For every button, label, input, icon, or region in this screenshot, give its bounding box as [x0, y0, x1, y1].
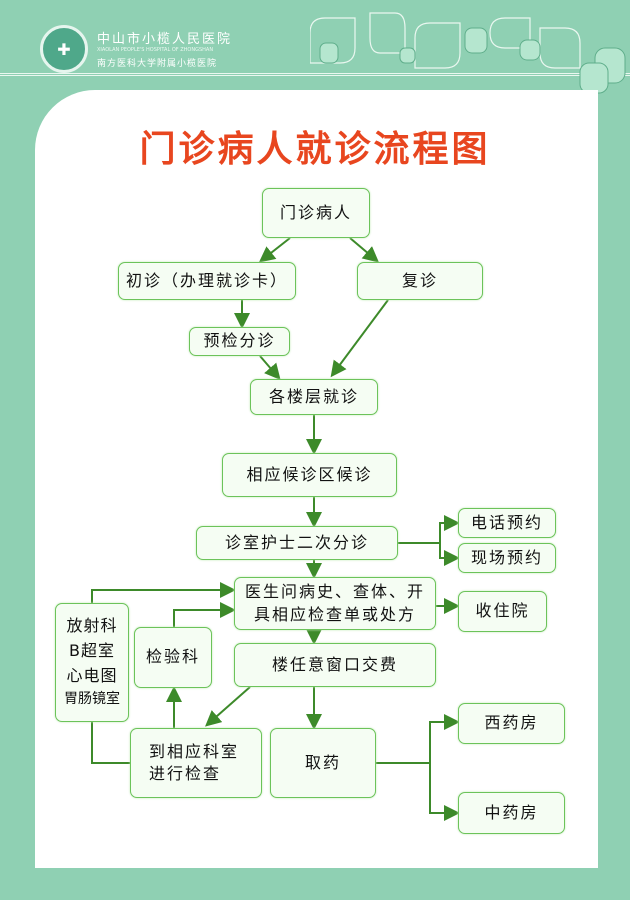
node-first-visit: 初诊（办理就诊卡） [118, 262, 296, 300]
hospital-affiliation: 南方医科大学附属小榄医院 [97, 59, 218, 69]
dept-ecg: 心电图 [66, 666, 118, 686]
node-nurse-triage: 诊室护士二次分诊 [196, 526, 398, 560]
leaf-decoration [310, 12, 626, 94]
node-return-visit: 复诊 [357, 262, 483, 300]
node-examination: 到相应科室进行检查 [130, 728, 262, 798]
exam-line-2: 进行检查 [149, 764, 222, 783]
node-pharmacy: 取药 [270, 728, 376, 798]
page-title: 门诊病人就诊流程图 [139, 129, 491, 170]
node-triage: 预检分诊 [189, 327, 290, 356]
doctor-line-2: 具相应检查单或处方 [253, 604, 416, 624]
dept-endoscopy: 胃肠镜室 [64, 690, 120, 707]
node-chinese-pharmacy: 中药房 [458, 792, 565, 834]
node-admission: 收住院 [458, 591, 547, 632]
node-doctor-consult: 医生问病史、查体、开具相应检查单或处方 [234, 577, 436, 630]
node-floor-visit: 各楼层就诊 [250, 379, 378, 415]
node-imaging-depts: 放射科 B超室 心电图 胃肠镜室 [55, 603, 129, 722]
dept-radiology: 放射科 [66, 616, 118, 636]
hospital-english-name: XIAOLAN PEOPLE'S HOSPITAL OF ZHONGSHAN [97, 47, 214, 53]
exam-line-1: 到相应科室 [149, 741, 240, 761]
node-phone-booking: 电话预约 [458, 508, 556, 538]
header-divider [0, 73, 630, 76]
node-outpatient: 门诊病人 [262, 188, 370, 238]
hospital-name: 中山市小榄人民医院 [97, 32, 233, 47]
node-western-pharmacy: 西药房 [458, 703, 565, 744]
node-onsite-booking: 现场预约 [458, 543, 556, 573]
node-payment: 楼任意窗口交费 [234, 643, 436, 687]
doctor-line-1: 医生问病史、查体、开 [244, 582, 425, 602]
hospital-emblem-icon: ✚ [40, 25, 88, 73]
node-lab: 检验科 [134, 627, 212, 688]
node-waiting-area: 相应候诊区候诊 [222, 453, 397, 497]
dept-ultrasound: B超室 [69, 641, 115, 661]
